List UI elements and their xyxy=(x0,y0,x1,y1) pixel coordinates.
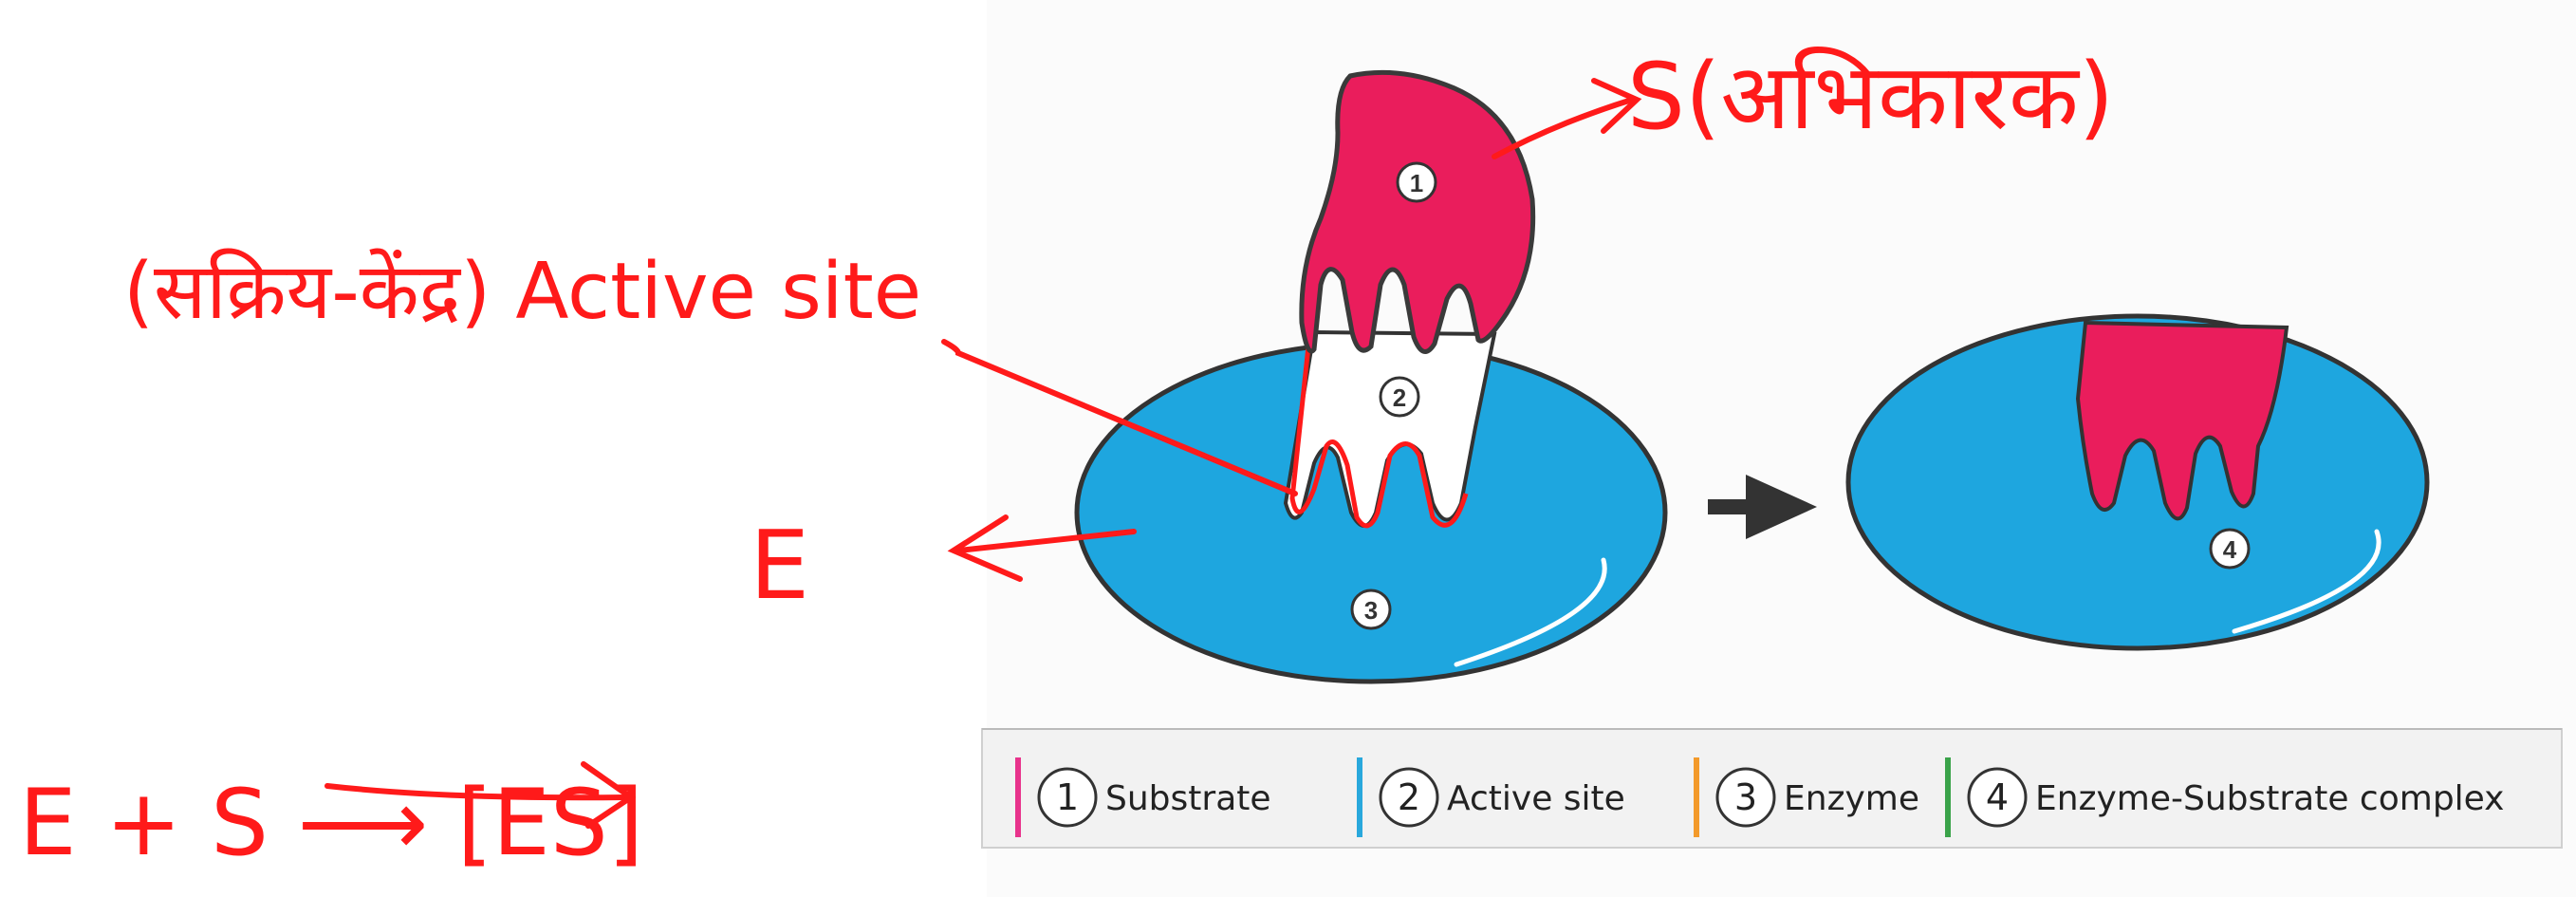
legend-label: Enzyme-Substrate complex xyxy=(2035,779,2505,818)
active-site-marker: 2 xyxy=(1393,383,1406,412)
substrate-marker: 1 xyxy=(1410,169,1423,197)
legend-number: 1 xyxy=(1056,776,1079,818)
equation: E + S ⟶ [ES] xyxy=(19,770,643,876)
enzyme-label: E xyxy=(750,510,809,621)
active-site-label: (सक्रिय-केंद्र) Active site xyxy=(123,247,921,337)
legend-number: 4 xyxy=(1986,776,2009,818)
legend-color-bar xyxy=(1357,757,1362,837)
enzyme-right: 4 xyxy=(1848,316,2427,648)
legend-color-bar xyxy=(1015,757,1021,837)
substrate-label: S(अभिकारक) xyxy=(1627,44,2114,150)
enzyme-marker: 3 xyxy=(1364,596,1378,625)
legend-number: 3 xyxy=(1734,776,1757,818)
legend-color-bar xyxy=(1694,757,1699,837)
legend-color-bar xyxy=(1945,757,1951,837)
legend-label: Substrate xyxy=(1105,779,1271,818)
complex-marker: 4 xyxy=(2223,535,2237,564)
legend-number: 2 xyxy=(1398,776,1420,818)
legend-label: Enzyme xyxy=(1784,779,1919,818)
legend-label: Active site xyxy=(1447,779,1625,818)
complex-substrate xyxy=(2078,323,2287,518)
